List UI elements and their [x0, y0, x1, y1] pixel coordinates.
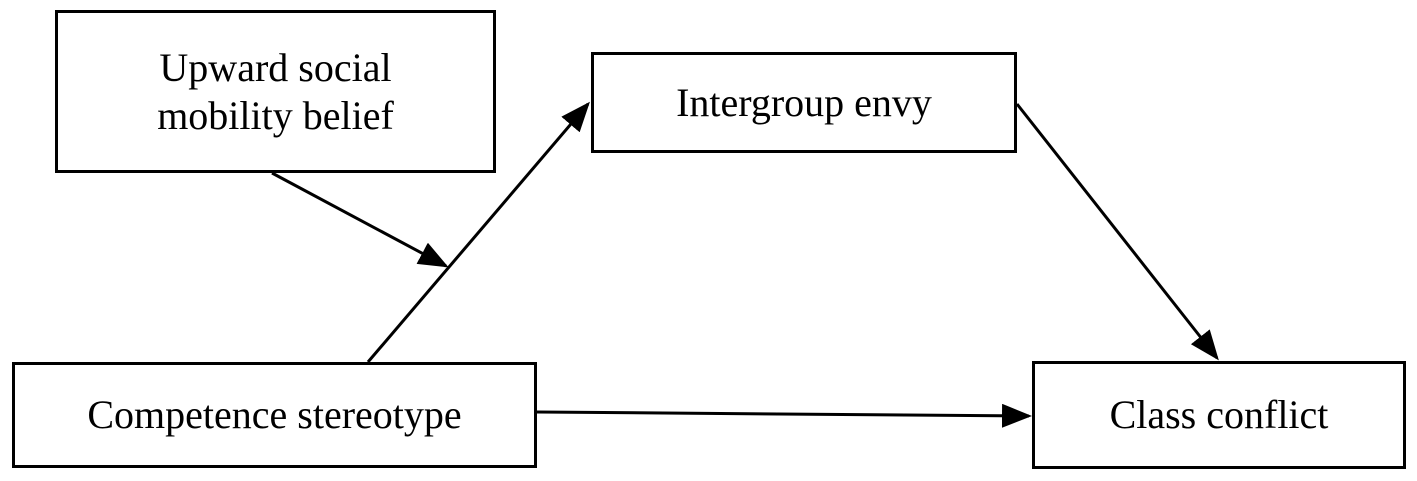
node-competence-stereotype: Competence stereotype	[12, 362, 537, 468]
node-upward-social-mobility-belief: Upward social mobility belief	[55, 10, 496, 173]
node-class-conflict: Class conflict	[1032, 361, 1406, 469]
arrow-predictor-to-mediator	[366, 101, 590, 363]
arrow-mediator-to-outcome	[1015, 103, 1219, 361]
node-label-predictor: Competence stereotype	[87, 392, 462, 437]
node-label-outcome: Class conflict	[1109, 392, 1329, 437]
node-label-mediator: Intergroup envy	[676, 79, 932, 125]
arrow-moderator-to-path	[271, 171, 449, 268]
node-label-moderator: Upward social mobility belief	[157, 44, 394, 138]
node-intergroup-envy: Intergroup envy	[591, 52, 1017, 153]
arrow-predictor-to-outcome	[536, 403, 1032, 428]
